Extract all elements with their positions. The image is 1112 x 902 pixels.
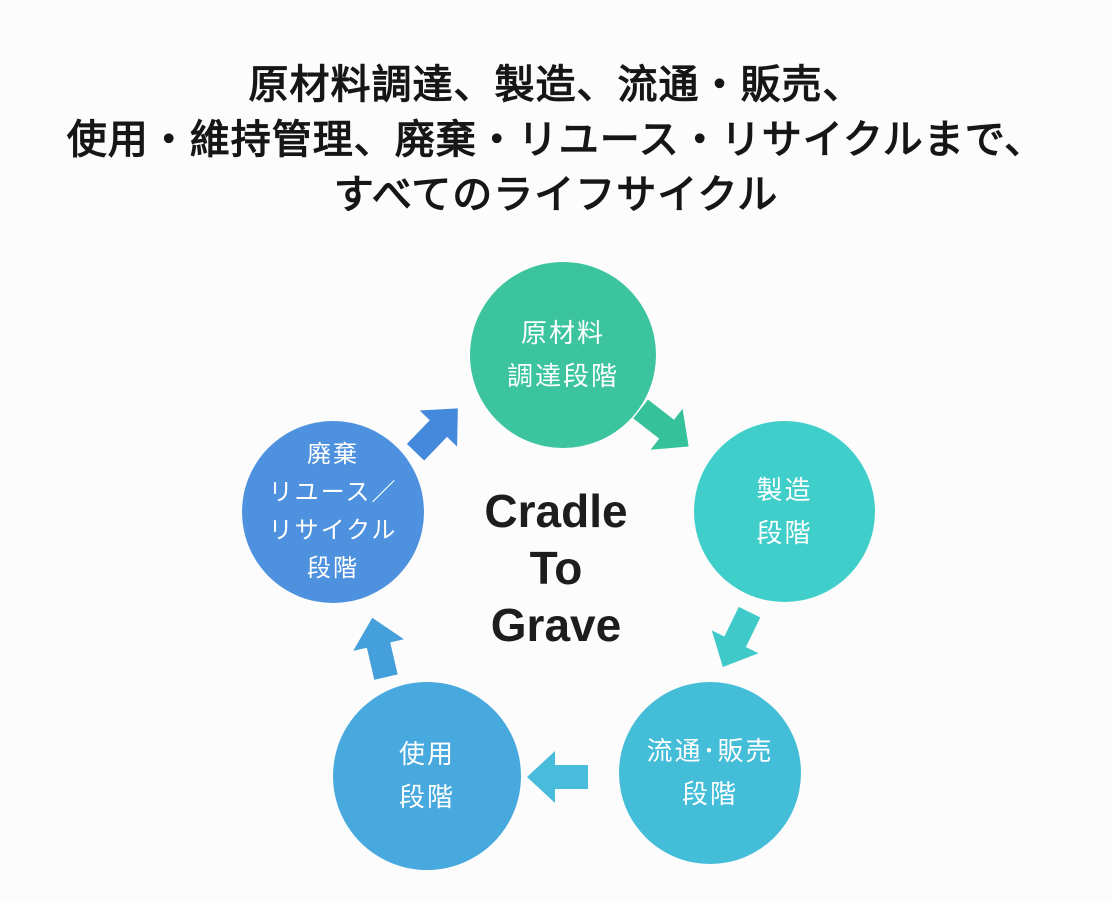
stage-label-line: 原材料 [520,318,605,348]
page-title-line-2: 使用・維持管理、廃棄・リユース・リサイクルまで、 [66,118,1046,162]
arrow-disposal-to-raw-material-icon [406,408,458,461]
stage-label-line: 製造 [756,474,813,505]
arrow-manufacturing-to-distribution-icon [711,606,761,667]
stage-label-line: 調達段階 [506,361,619,391]
stage-circle-raw-material-procurement: 原材料 調達段階 [470,262,656,448]
center-label-cradle-to-grave: Cradle To Grave [0,483,1112,654]
center-label-line-2: To [529,542,583,594]
stage-label-line: 段階 [756,517,813,548]
stage-label-line: 段階 [307,555,359,582]
stage-label-line: 廃棄 [307,441,359,468]
arrow-use-to-disposal-icon [353,617,404,680]
stage-label-line: リサイクル [268,517,398,544]
center-label-line-1: Cradle [484,485,628,537]
arrow-distribution-to-use-icon [527,751,588,803]
arrow-raw-material-to-manufacturing-icon [633,399,689,450]
stage-circle-distribution-sales: 流通･販売 段階 [619,682,801,864]
stage-circle-manufacturing: 製造 段階 [694,421,875,602]
page-title-line-1: 原材料調達、製造、流通・販売、 [248,63,864,107]
stage-label-line: 段階 [398,782,455,812]
stage-circle-disposal-reuse-recycle: 廃棄 リユース／ リサイクル 段階 [242,421,424,603]
stage-label-line: 段階 [681,779,738,809]
stage-label-line: 流通･販売 [646,736,774,766]
stage-label-line: 使用 [398,739,455,769]
page-title-line-3: すべてのライフサイクル [333,173,779,217]
stage-label-line: リユース／ [268,479,398,506]
stage-circle-use: 使用 段階 [333,682,521,870]
page-title: 原材料調達、製造、流通・販売、 使用・維持管理、廃棄・リユース・リサイクルまで、… [0,58,1112,223]
center-label-line-3: Grave [490,599,622,651]
